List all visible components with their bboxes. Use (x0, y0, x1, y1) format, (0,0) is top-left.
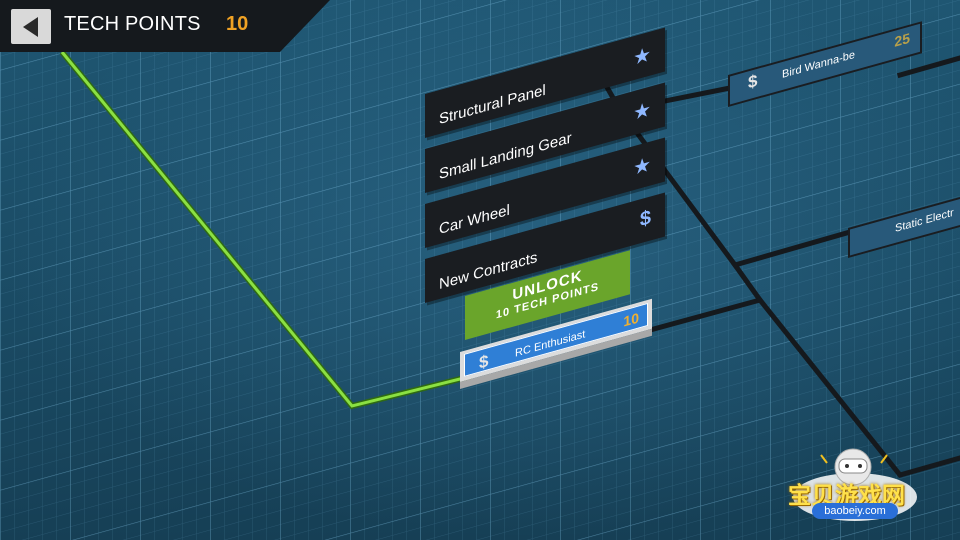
tech-points-value: 10 (226, 13, 249, 35)
star-icon: ★ (633, 43, 651, 71)
dollar-icon: $ (748, 70, 758, 93)
watermark-url: baobeiy.com (812, 503, 898, 519)
top-bar: TECH POINTS 10 (0, 0, 330, 52)
node-cost: 25 (894, 29, 910, 50)
star-icon: ★ (633, 98, 651, 126)
star-icon: ★ (633, 153, 651, 181)
dollar-icon: $ (479, 351, 489, 373)
dollar-icon: $ (639, 206, 651, 232)
back-arrow-icon (23, 17, 38, 37)
back-button[interactable] (11, 9, 51, 44)
tech-points-label: TECH POINTS (64, 13, 201, 35)
node-cost: 10 (623, 309, 639, 330)
